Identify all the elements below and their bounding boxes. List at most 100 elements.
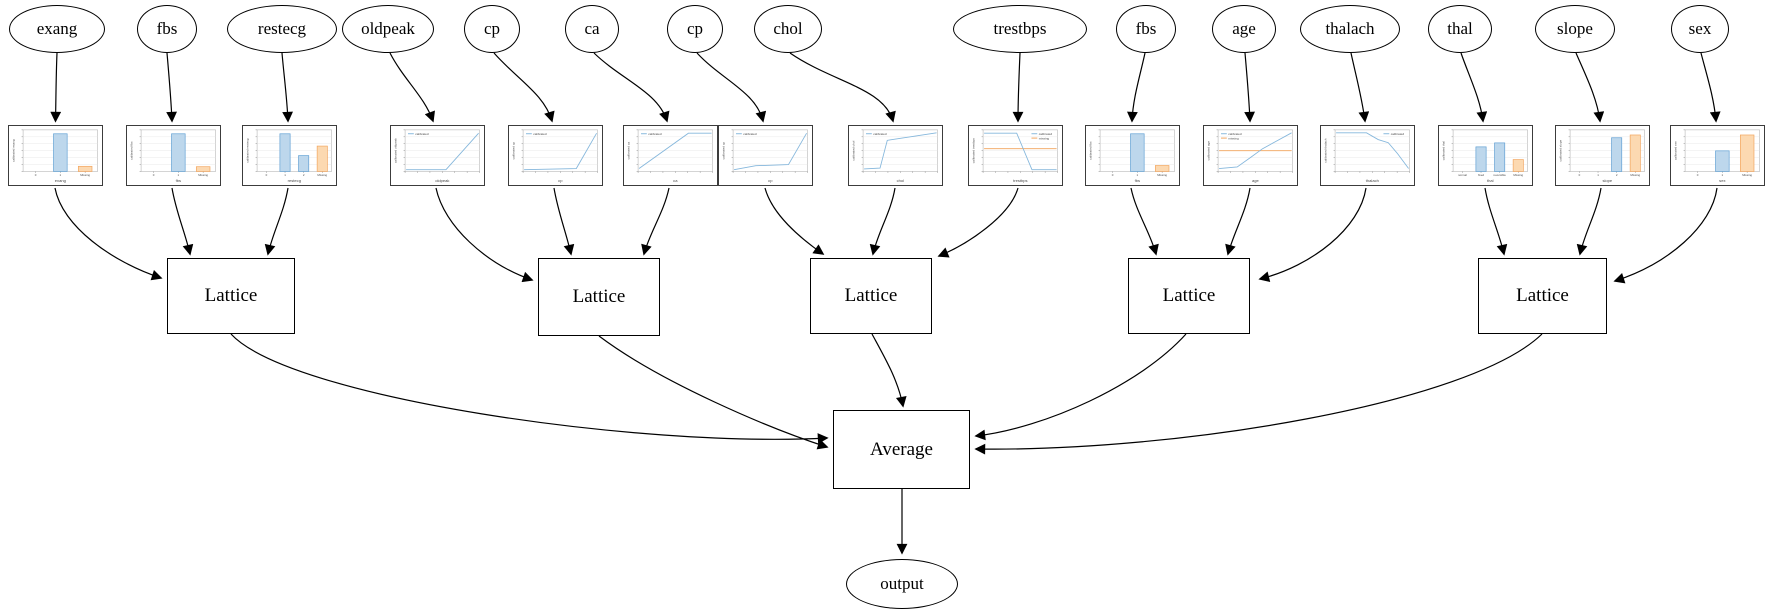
feature-node-restecg: restecg — [227, 5, 337, 53]
svg-text:calibrated: calibrated — [533, 132, 547, 136]
svg-text:cp: cp — [558, 178, 563, 183]
feature-label: cp — [483, 19, 501, 38]
feature-label: cp — [686, 19, 704, 38]
feature-node-age: age — [1212, 5, 1276, 53]
svg-text:Missing: Missing — [80, 173, 90, 177]
average-node: Average — [833, 410, 970, 489]
feature-node-chol: chol — [754, 5, 822, 53]
svg-text:calibrated age: calibrated age — [1206, 141, 1210, 161]
feature-label: oldpeak — [361, 19, 415, 38]
feature-node-cp: cp — [464, 5, 520, 53]
svg-text:Missing: Missing — [1630, 173, 1640, 177]
svg-text:calibrated exang: calibrated exang — [11, 139, 15, 162]
calibration-chart-cp: calibrated cp cp calibrated — [508, 125, 603, 186]
feature-label: fbs — [1135, 19, 1157, 38]
lattice-node-5: Lattice — [1478, 258, 1607, 334]
svg-text:thal: thal — [1487, 178, 1494, 183]
svg-text:chol: chol — [897, 178, 905, 183]
svg-text:slope: slope — [1602, 178, 1612, 183]
feature-node-exang: exang — [9, 5, 105, 53]
output-label: output — [880, 574, 924, 593]
svg-text:1: 1 — [1597, 173, 1599, 177]
calibration-chart-exang: calibrated exang exang 0 1 Missing — [8, 125, 103, 186]
svg-text:trestbps: trestbps — [1013, 178, 1027, 183]
svg-text:0: 0 — [1112, 173, 1114, 177]
feature-node-trestbps: trestbps — [953, 5, 1087, 53]
svg-text:fbs: fbs — [176, 178, 181, 183]
svg-text:calibrated: calibrated — [1228, 132, 1242, 136]
edges-feature-to-chart — [50, 52, 1721, 123]
feature-node-thal: thal — [1428, 5, 1492, 53]
svg-text:Missing: Missing — [1742, 173, 1752, 177]
mini-chart-svg: calibrated trestbps trestbps calibratedmis… — [971, 129, 1058, 183]
svg-text:calibrated thal: calibrated thal — [1441, 141, 1445, 160]
svg-text:2: 2 — [303, 173, 305, 177]
svg-text:1: 1 — [60, 173, 62, 177]
feature-label: exang — [36, 19, 78, 38]
svg-text:2: 2 — [1616, 173, 1618, 177]
svg-text:calibrated trestbps: calibrated trestbps — [971, 138, 975, 164]
feature-node-thalach: thalach — [1300, 5, 1400, 53]
svg-text:calibrated cp: calibrated cp — [511, 142, 515, 160]
svg-text:0: 0 — [1697, 173, 1699, 177]
feature-node-sex: sex — [1671, 5, 1729, 53]
svg-text:calibrated: calibrated — [648, 132, 662, 136]
svg-text:age: age — [1252, 178, 1260, 183]
svg-text:calibrated oldpeak: calibrated oldpeak — [393, 138, 397, 163]
lattice-label: Lattice — [204, 285, 258, 306]
svg-text:0: 0 — [1579, 173, 1581, 177]
feature-node-fbs: fbs — [137, 5, 197, 53]
svg-text:calibrated: calibrated — [743, 132, 757, 136]
lattice-node-4: Lattice — [1128, 258, 1250, 334]
output-node: output — [846, 559, 958, 609]
svg-text:calibrated: calibrated — [873, 132, 887, 136]
mini-chart-svg: calibrated chol chol calibrated — [851, 129, 938, 183]
svg-text:0: 0 — [35, 173, 37, 177]
svg-text:reversible: reversible — [1493, 173, 1506, 177]
feature-node-slope: slope — [1535, 5, 1615, 53]
svg-text:missing: missing — [1039, 136, 1050, 140]
feature-label: trestbps — [993, 19, 1047, 38]
svg-text:1: 1 — [1137, 173, 1139, 177]
feature-label: slope — [1557, 19, 1593, 38]
feature-label: sex — [1688, 19, 1712, 38]
lattice-node-1: Lattice — [167, 258, 295, 334]
lattice-label: Lattice — [572, 286, 626, 307]
edges-lattice-to-average — [230, 333, 1543, 455]
svg-text:restecg: restecg — [288, 178, 301, 183]
lattice-node-2: Lattice — [538, 258, 660, 336]
svg-text:oldpeak: oldpeak — [435, 178, 450, 183]
svg-text:sex: sex — [1719, 178, 1725, 183]
feature-node-oldpeak: oldpeak — [342, 5, 434, 53]
svg-text:calibrated: calibrated — [1039, 132, 1053, 136]
svg-text:Missing: Missing — [1513, 173, 1523, 177]
mini-chart-svg: calibrated exang exang 0 1 Missing — [11, 129, 98, 183]
svg-text:1: 1 — [1722, 173, 1724, 177]
svg-text:1: 1 — [284, 173, 286, 177]
svg-text:exang: exang — [55, 178, 66, 183]
svg-text:Missing: Missing — [1157, 173, 1167, 177]
svg-text:calibrated chol: calibrated chol — [851, 140, 855, 160]
svg-text:calibrated fbs: calibrated fbs — [1088, 141, 1092, 160]
feature-node-ca: ca — [565, 5, 619, 53]
